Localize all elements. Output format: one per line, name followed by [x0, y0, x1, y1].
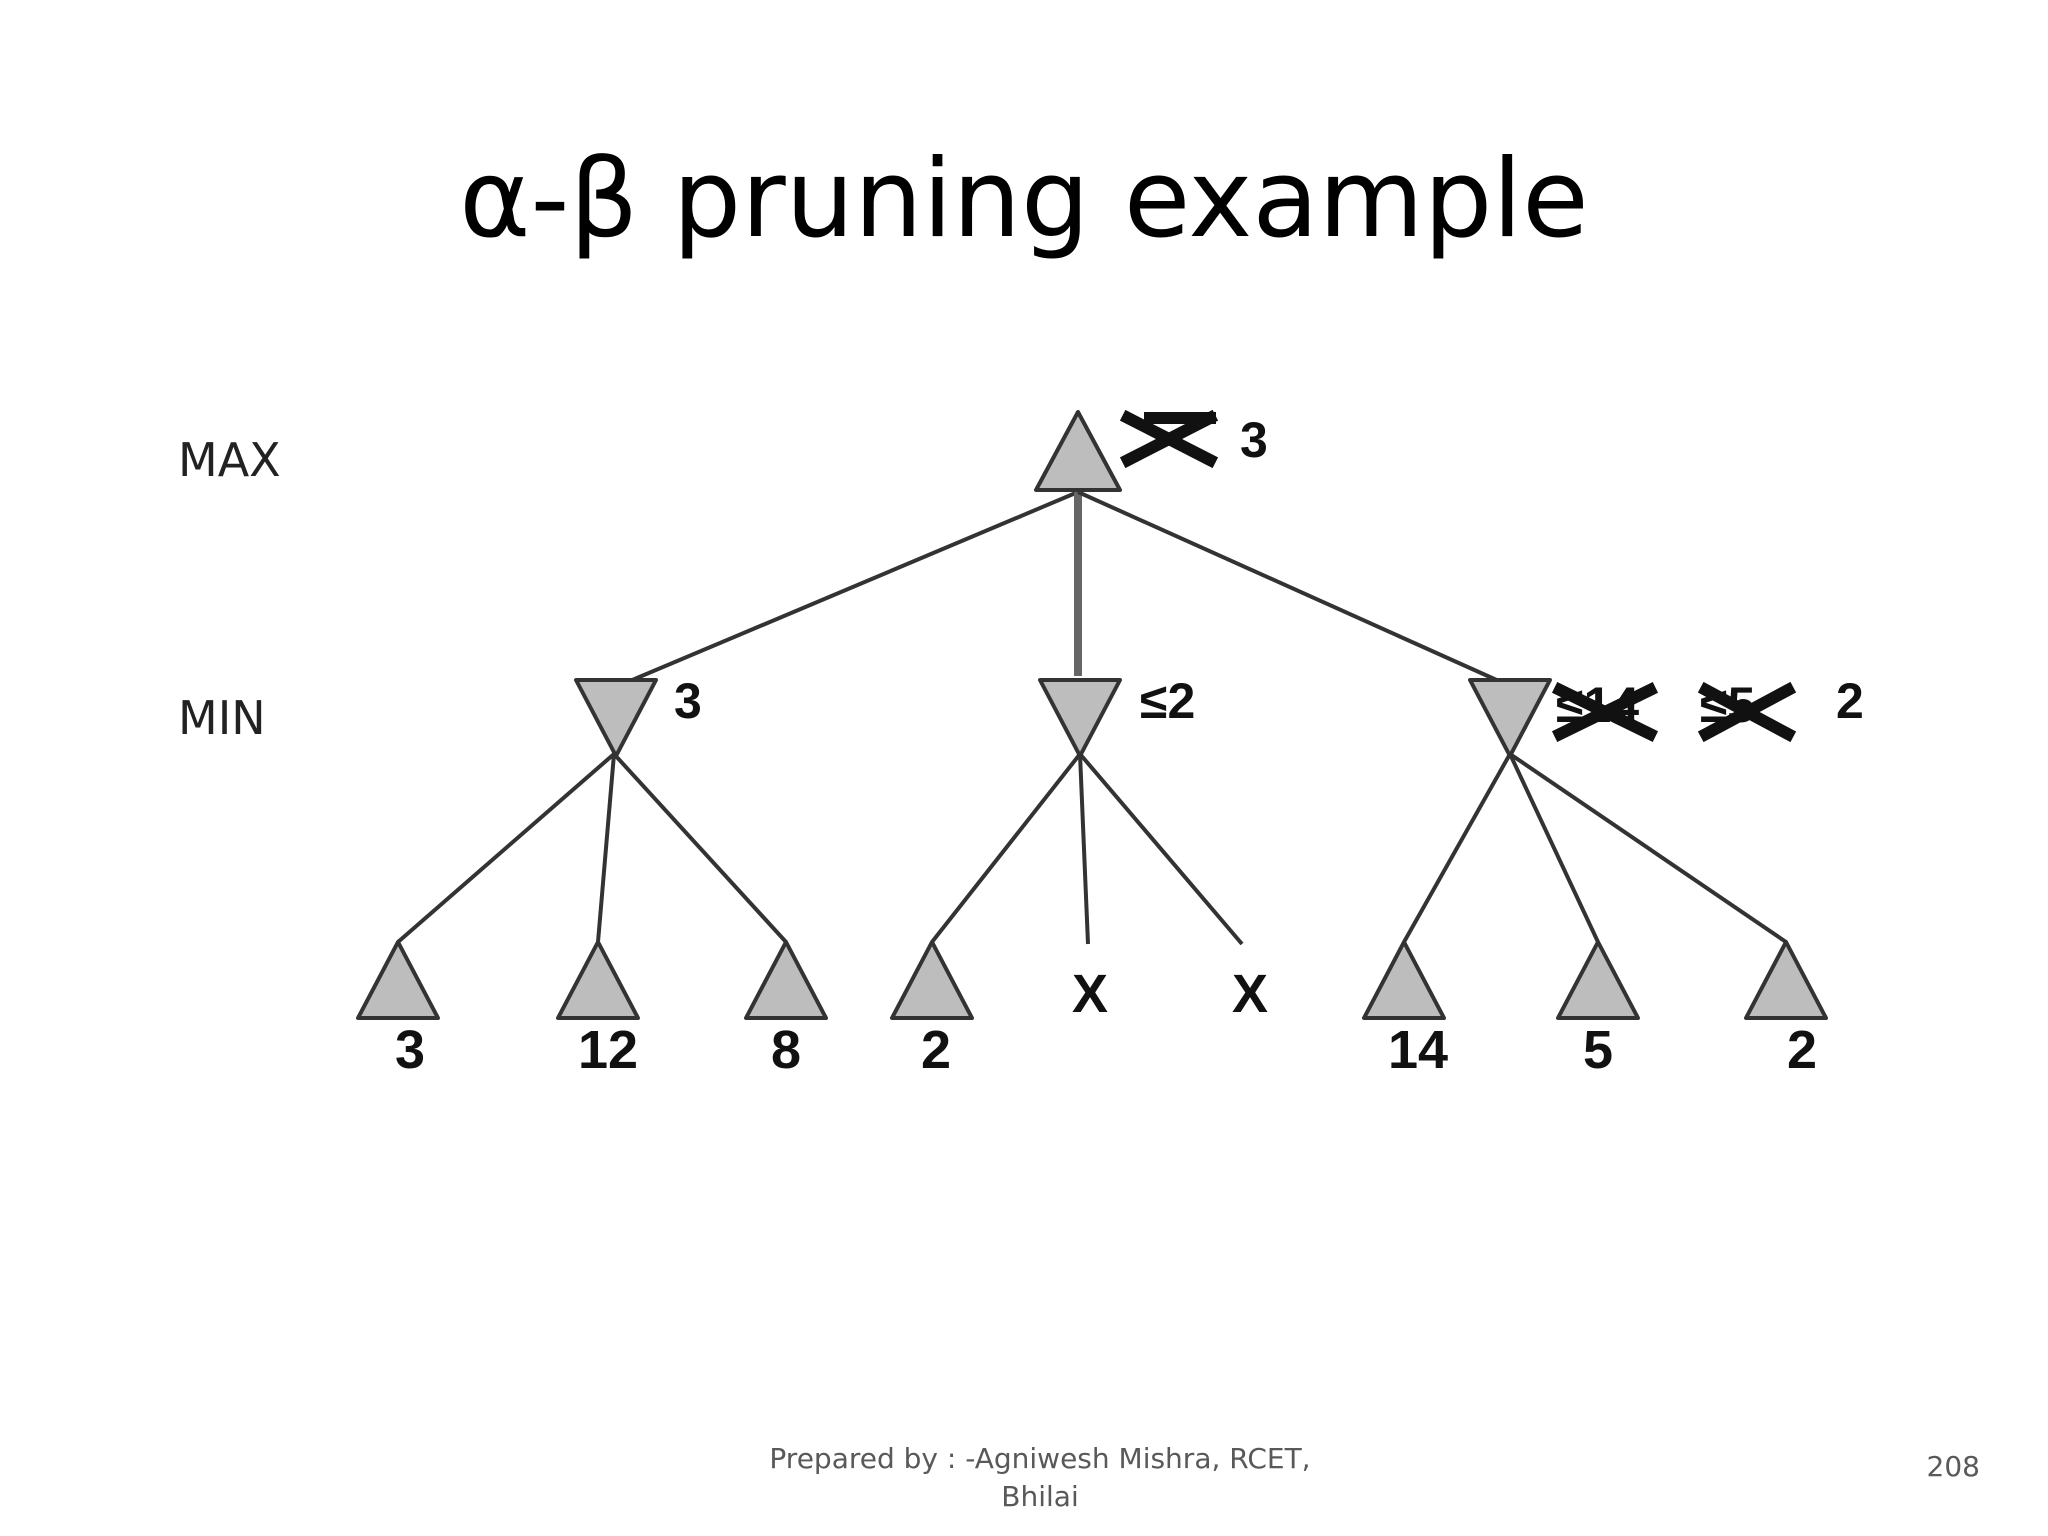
- min-1-bound: 3: [674, 673, 702, 729]
- root-crossed-mark: [1119, 409, 1219, 469]
- level-label-max: MAX: [178, 433, 281, 487]
- leaf-node-9: [1744, 940, 1828, 1020]
- edge-min-3-leaf-1: [1402, 753, 1512, 943]
- slide-title: α-β pruning example: [459, 137, 1589, 262]
- edge-min-1-leaf-3: [612, 752, 788, 944]
- footer-line-1: Prepared by : -Agniwesh Mishra, RCET,: [769, 1442, 1311, 1475]
- page-number: 208: [1926, 1450, 1980, 1483]
- leaf-value-4: 2: [921, 1020, 951, 1080]
- edge-min-1-leaf-2: [596, 753, 616, 943]
- edge-min-2-leaf-3: [1078, 752, 1244, 946]
- edge-min-1-leaf-1: [396, 752, 616, 944]
- min-2-bound: ≤2: [1140, 673, 1195, 729]
- leaf-value-7: 14: [1388, 1020, 1448, 1080]
- edge-min-2-leaf-1: [930, 752, 1082, 944]
- leaf-value-8: 5: [1583, 1020, 1613, 1080]
- leaf-value-1: 3: [395, 1020, 425, 1080]
- root-value: 3: [1240, 412, 1268, 468]
- leaf-node-3: [744, 940, 828, 1020]
- leaf-node-1: [356, 940, 440, 1020]
- edge-min-2-leaf-2: [1078, 753, 1090, 945]
- leaf-value-2: 12: [578, 1020, 638, 1080]
- footer-credit: Prepared by : -Agniwesh Mishra, RCET, Bh…: [740, 1440, 1340, 1516]
- pruned-leaf-2: X: [1232, 964, 1268, 1024]
- footer-line-2: Bhilai: [1001, 1480, 1079, 1513]
- pruned-leaf-1: X: [1072, 964, 1108, 1024]
- min-node-3: [1468, 678, 1552, 758]
- edge-root-min-3: [1077, 490, 1511, 688]
- leaf-node-7: [1362, 940, 1446, 1020]
- edge-min-3-leaf-2: [1508, 753, 1600, 943]
- max-root-node: [1034, 410, 1122, 492]
- level-label-min: MIN: [178, 691, 266, 745]
- min-3-bound: 2: [1836, 673, 1864, 729]
- edge-root-min-1: [617, 490, 1079, 688]
- min-node-1: [574, 678, 658, 758]
- min-3-cross-marks: [1551, 681, 1797, 743]
- edge-min-3-leaf-3: [1508, 752, 1788, 944]
- leaf-value-9: 2: [1787, 1020, 1817, 1080]
- leaf-node-8: [1556, 940, 1640, 1020]
- leaf-node-4: [890, 940, 974, 1020]
- leaf-node-2: [556, 940, 640, 1020]
- leaf-value-3: 8: [771, 1020, 801, 1080]
- min-node-2: [1038, 678, 1122, 758]
